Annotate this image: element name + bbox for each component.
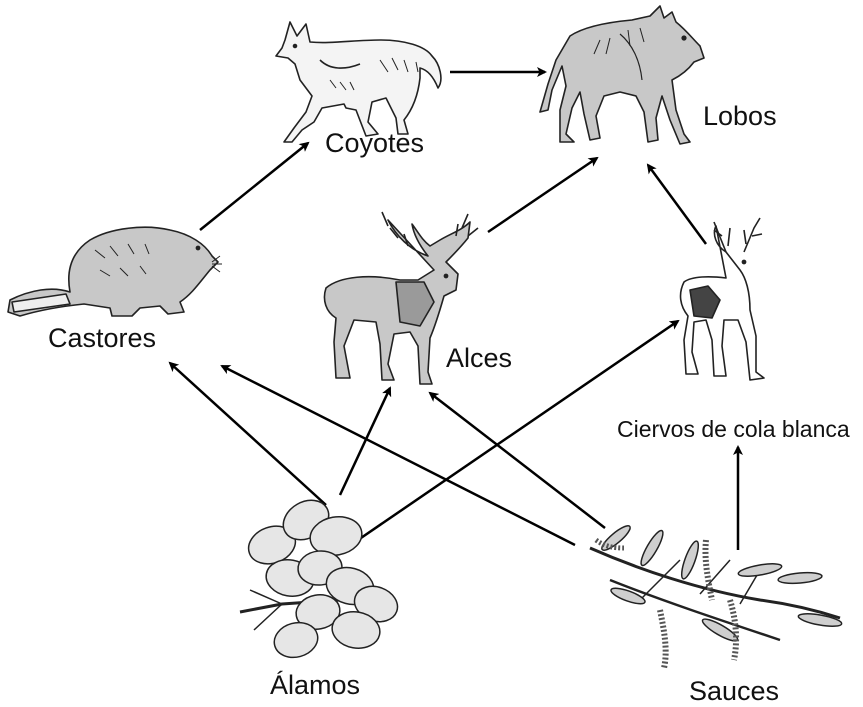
label-sauces: Sauces (689, 678, 779, 705)
label-ciervos: Ciervos de cola blanca (617, 418, 850, 441)
label-lobos: Lobos (703, 103, 777, 130)
coyote-illustration (276, 22, 441, 142)
label-alamos: Álamos (270, 672, 360, 699)
arrows-group (170, 72, 738, 550)
label-castores: Castores (48, 325, 156, 352)
poplar-illustration (240, 492, 402, 662)
arrow-sauces-to-castores (222, 366, 575, 545)
wolf-illustration (540, 6, 704, 144)
willow-illustration (590, 523, 843, 668)
arrow-ciervos-to-lobos (648, 165, 706, 244)
arrow-castores-to-coyotes (200, 143, 308, 230)
arrow-alces-to-lobos (488, 158, 597, 232)
deer-illustration (681, 218, 764, 380)
beaver-illustration (8, 227, 222, 316)
arrow-sauces-to-alces (430, 393, 605, 528)
arrow-alamos-to-alces (340, 388, 390, 495)
label-coyotes: Coyotes (325, 130, 424, 157)
arrow-alamos-to-castores (170, 363, 326, 505)
label-alces: Alces (446, 345, 512, 372)
